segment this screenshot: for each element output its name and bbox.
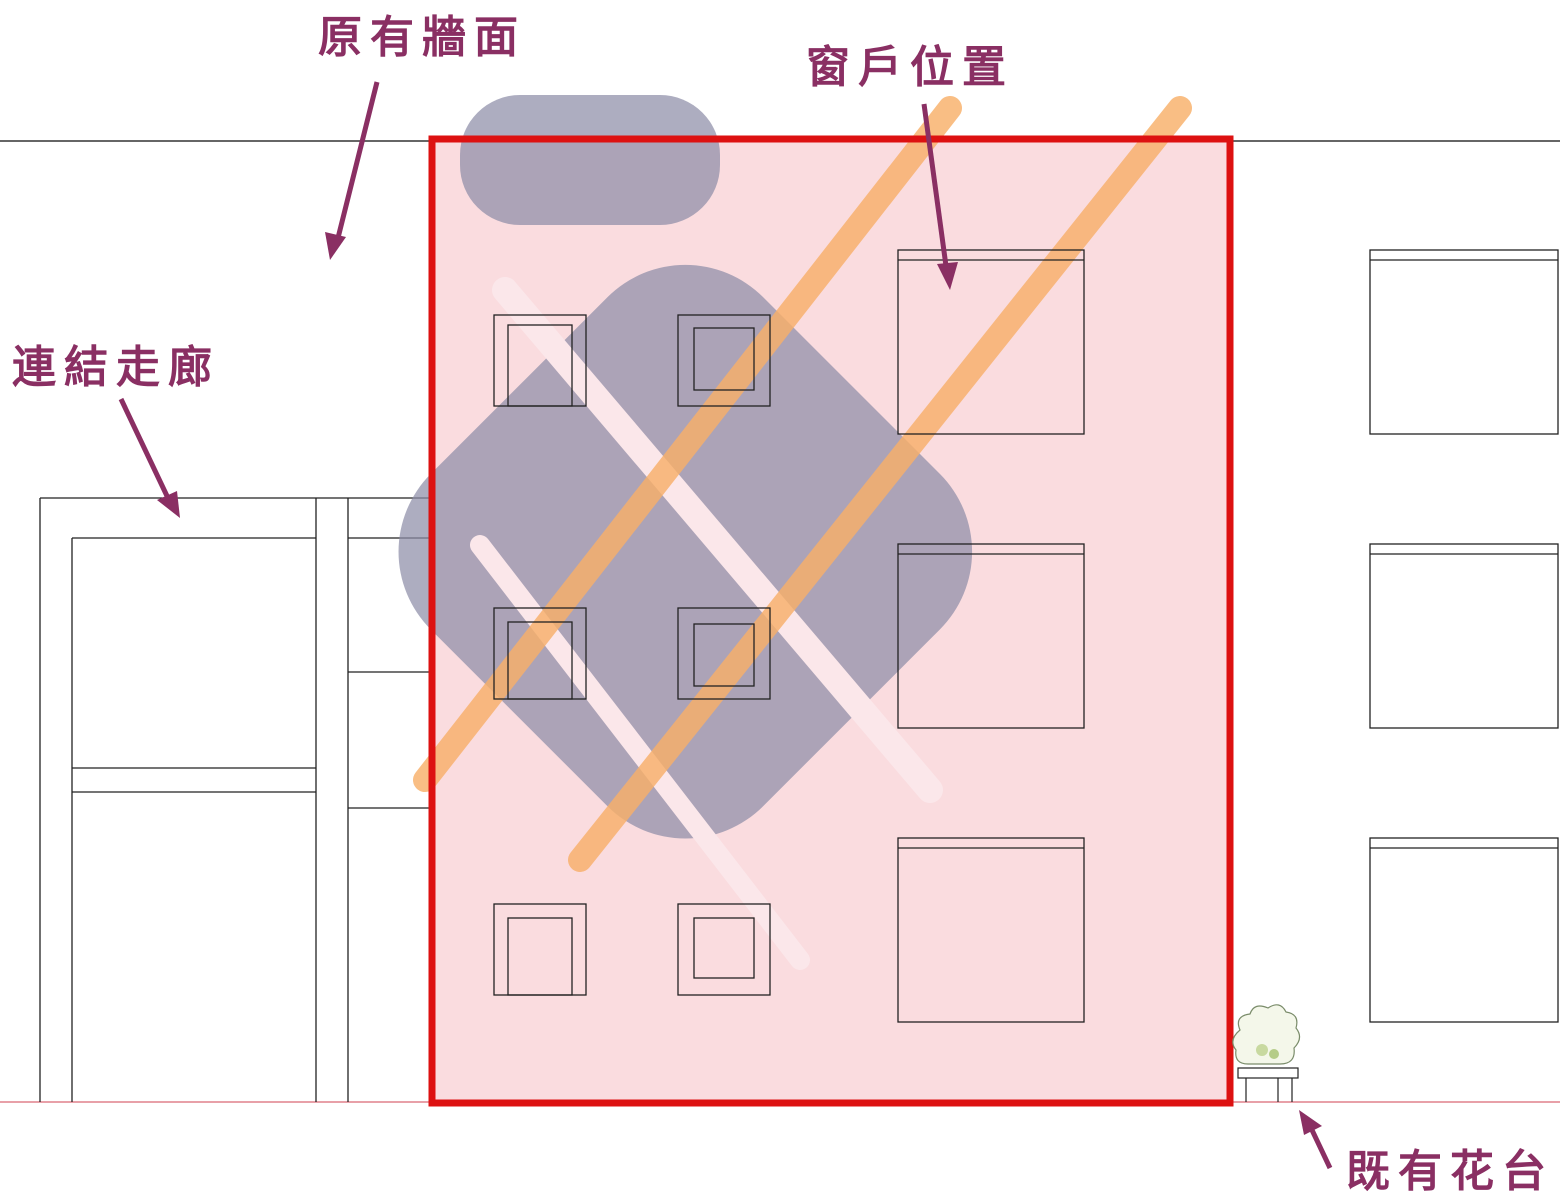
highlight-area-border (428, 135, 1234, 1107)
window-position-label: 窗戶位置 (806, 42, 1014, 93)
arrow-planter (1309, 1128, 1333, 1170)
watermark (398, 95, 1192, 970)
existing-planter-label: 既有花台 (1346, 1146, 1554, 1197)
connecting-corridor-frame (39, 497, 432, 1102)
arrow-corridor (118, 397, 170, 498)
original-wall-label: 原有牆面 (318, 12, 526, 63)
small-windows (493, 314, 771, 996)
arrow-window-position-head (937, 262, 958, 290)
connecting-corridor-label: 連結走廊 (12, 342, 220, 393)
arrow-corridor-head (157, 491, 180, 518)
planter (1232, 1004, 1301, 1102)
right-building-windows (1369, 249, 1559, 1023)
large-windows (897, 249, 1085, 1023)
arrow-window-position (921, 103, 949, 267)
arrow-original-wall-head (325, 232, 346, 260)
arrow-original-wall (335, 81, 380, 239)
arrow-planter-head (1299, 1110, 1322, 1135)
annotation-arrows (118, 81, 1333, 1170)
